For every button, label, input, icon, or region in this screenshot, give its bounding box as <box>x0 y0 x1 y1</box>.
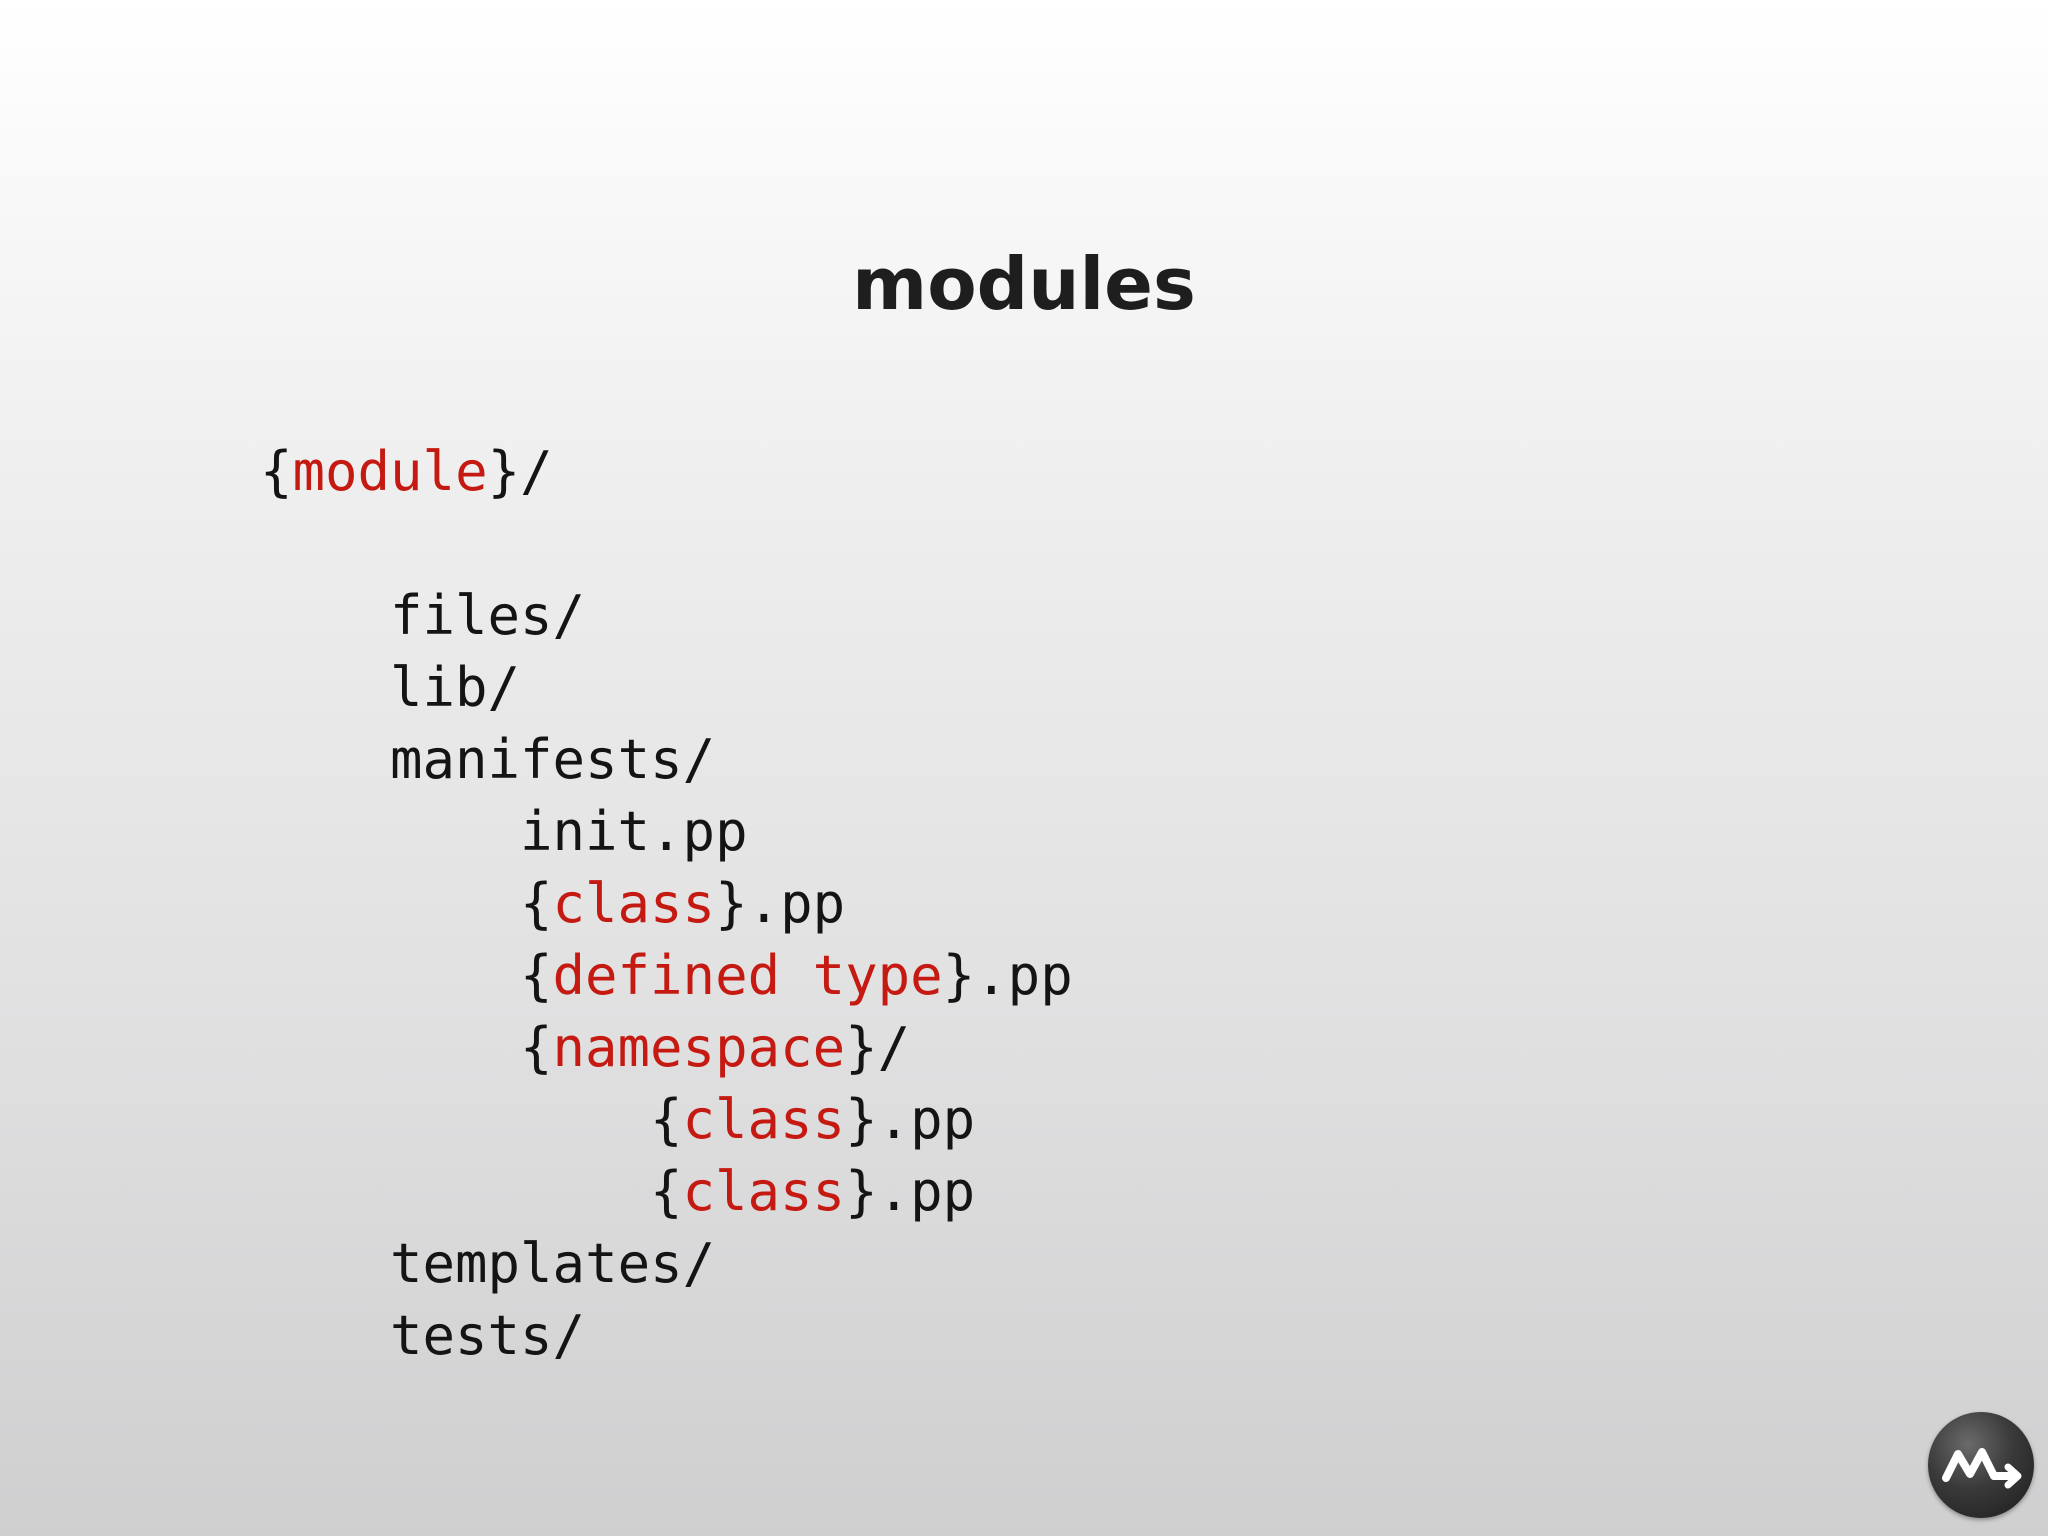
directory-tree: {module}/files/lib/manifests/init.pp{cla… <box>260 0 1660 1400</box>
tree-line: {namespace}/ <box>520 1012 910 1084</box>
tree-line: files/ <box>390 580 585 652</box>
placeholder-text: module <box>292 440 488 503</box>
path-text: { <box>520 872 553 935</box>
placeholder-text: defined type <box>552 944 943 1007</box>
placeholder-text: class <box>552 872 716 935</box>
tree-line: {class}.pp <box>520 868 845 940</box>
placeholder-text: class <box>682 1088 846 1151</box>
path-text: tests/ <box>390 1304 586 1367</box>
tree-line: tests/ <box>390 1300 585 1372</box>
path-text: init.pp <box>520 800 748 863</box>
tree-line: {class}.pp <box>650 1084 975 1156</box>
m-arrow-logo-icon <box>1928 1412 2034 1518</box>
path-text: }/ <box>845 1016 911 1079</box>
path-text: { <box>650 1088 683 1151</box>
path-text: { <box>260 440 293 503</box>
tree-line: {defined type}.pp <box>520 940 1073 1012</box>
path-text: manifests/ <box>390 728 716 791</box>
path-text: }.pp <box>845 1088 976 1151</box>
tree-line: init.pp <box>520 796 748 868</box>
path-text: lib/ <box>390 656 521 719</box>
path-text: }.pp <box>715 872 846 935</box>
placeholder-text: class <box>682 1160 846 1223</box>
path-text: files/ <box>390 584 586 647</box>
path-text: templates/ <box>390 1232 716 1295</box>
tree-line: lib/ <box>390 652 520 724</box>
path-text: }/ <box>487 440 553 503</box>
tree-line: manifests/ <box>390 724 715 796</box>
tree-line: {module}/ <box>260 436 553 508</box>
path-text: { <box>520 1016 553 1079</box>
path-text: }.pp <box>845 1160 976 1223</box>
tree-line: templates/ <box>390 1228 715 1300</box>
path-text: { <box>520 944 553 1007</box>
placeholder-text: namespace <box>552 1016 846 1079</box>
slide-title: modules <box>852 242 1196 326</box>
tree-line: {class}.pp <box>650 1156 975 1228</box>
path-text: }.pp <box>942 944 1073 1007</box>
path-text: { <box>650 1160 683 1223</box>
